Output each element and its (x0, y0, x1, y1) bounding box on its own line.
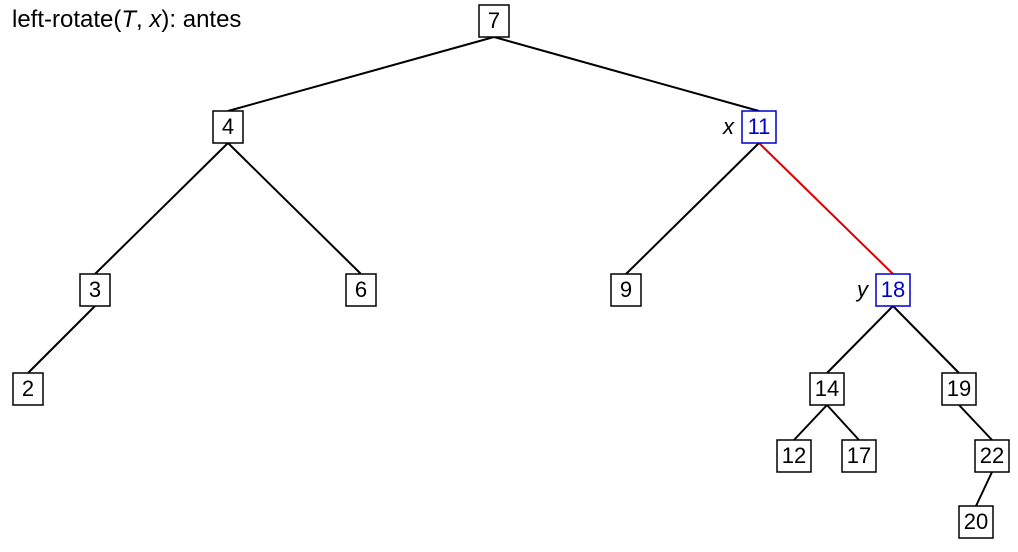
node-label-22: 22 (980, 443, 1004, 468)
tree-node-6: 6 (345, 273, 377, 307)
edge-14-17 (826, 404, 860, 441)
tree-node-4: 4 (212, 110, 244, 144)
caption-separator: , (136, 6, 150, 33)
caption-arg-node: x (149, 6, 162, 33)
edge-4-6 (227, 142, 362, 275)
node-label-9: 9 (620, 277, 632, 302)
tree-nodes: 7 4 11 x 3 6 9 18 y 2 14 19 12 17 22 20 (12, 4, 1010, 539)
node-pointer-y: y (855, 277, 870, 302)
node-label-20: 20 (964, 509, 988, 534)
tree-node-11: 11 x (722, 110, 777, 144)
tree-node-14: 14 (809, 372, 845, 406)
tree-node-17: 17 (841, 439, 877, 473)
diagram-caption: left-rotate(T, x): antes (12, 6, 241, 35)
caption-prefix: left-rotate( (12, 6, 122, 33)
caption-arg-tree: T (121, 6, 137, 33)
node-label-6: 6 (355, 277, 367, 302)
node-box-6 (345, 273, 377, 307)
node-box-19 (941, 372, 977, 406)
node-box-14 (809, 372, 845, 406)
node-label-19: 19 (947, 376, 971, 401)
edge-22-20 (975, 471, 993, 507)
edge-14-12 (793, 404, 828, 441)
node-label-7: 7 (488, 8, 500, 33)
node-box-9 (610, 273, 642, 307)
node-label-4: 4 (222, 114, 234, 139)
node-pointer-x: x (722, 114, 735, 139)
node-box-20 (958, 505, 994, 539)
node-box-22 (974, 439, 1010, 473)
node-box-11 (741, 110, 777, 144)
node-label-11: 11 (748, 114, 771, 139)
tree-node-3: 3 (79, 273, 111, 307)
tree-node-20: 20 (958, 505, 994, 539)
node-label-2: 2 (22, 376, 34, 401)
node-box-4 (212, 110, 244, 144)
tree-node-7: 7 (478, 4, 510, 38)
node-label-18: 18 (881, 277, 905, 302)
tree-node-2: 2 (12, 372, 44, 406)
edge-7-11 (493, 36, 760, 112)
tree-node-18: 18 y (855, 273, 911, 307)
node-box-12 (776, 439, 812, 473)
tree-edges (27, 36, 993, 507)
edge-18-19 (892, 305, 960, 374)
node-box-7 (478, 4, 510, 38)
tree-node-12: 12 (776, 439, 812, 473)
edge-11-9 (625, 142, 760, 275)
tree-node-9: 9 (610, 273, 642, 307)
node-box-2 (12, 372, 44, 406)
node-box-17 (841, 439, 877, 473)
node-box-3 (79, 273, 111, 307)
node-label-14: 14 (815, 376, 839, 401)
edge-11-18 (758, 142, 894, 275)
caption-suffix: ): antes (161, 6, 242, 33)
edge-4-3 (94, 142, 229, 275)
tree-node-19: 19 (941, 372, 977, 406)
node-box-18 (875, 273, 911, 307)
edge-18-14 (826, 305, 894, 374)
tree-node-22: 22 (974, 439, 1010, 473)
node-label-3: 3 (89, 277, 101, 302)
edge-3-2 (27, 305, 96, 374)
edge-19-22 (958, 404, 993, 441)
edge-7-4 (227, 36, 495, 112)
node-label-12: 12 (782, 443, 806, 468)
node-label-17: 17 (847, 443, 871, 468)
